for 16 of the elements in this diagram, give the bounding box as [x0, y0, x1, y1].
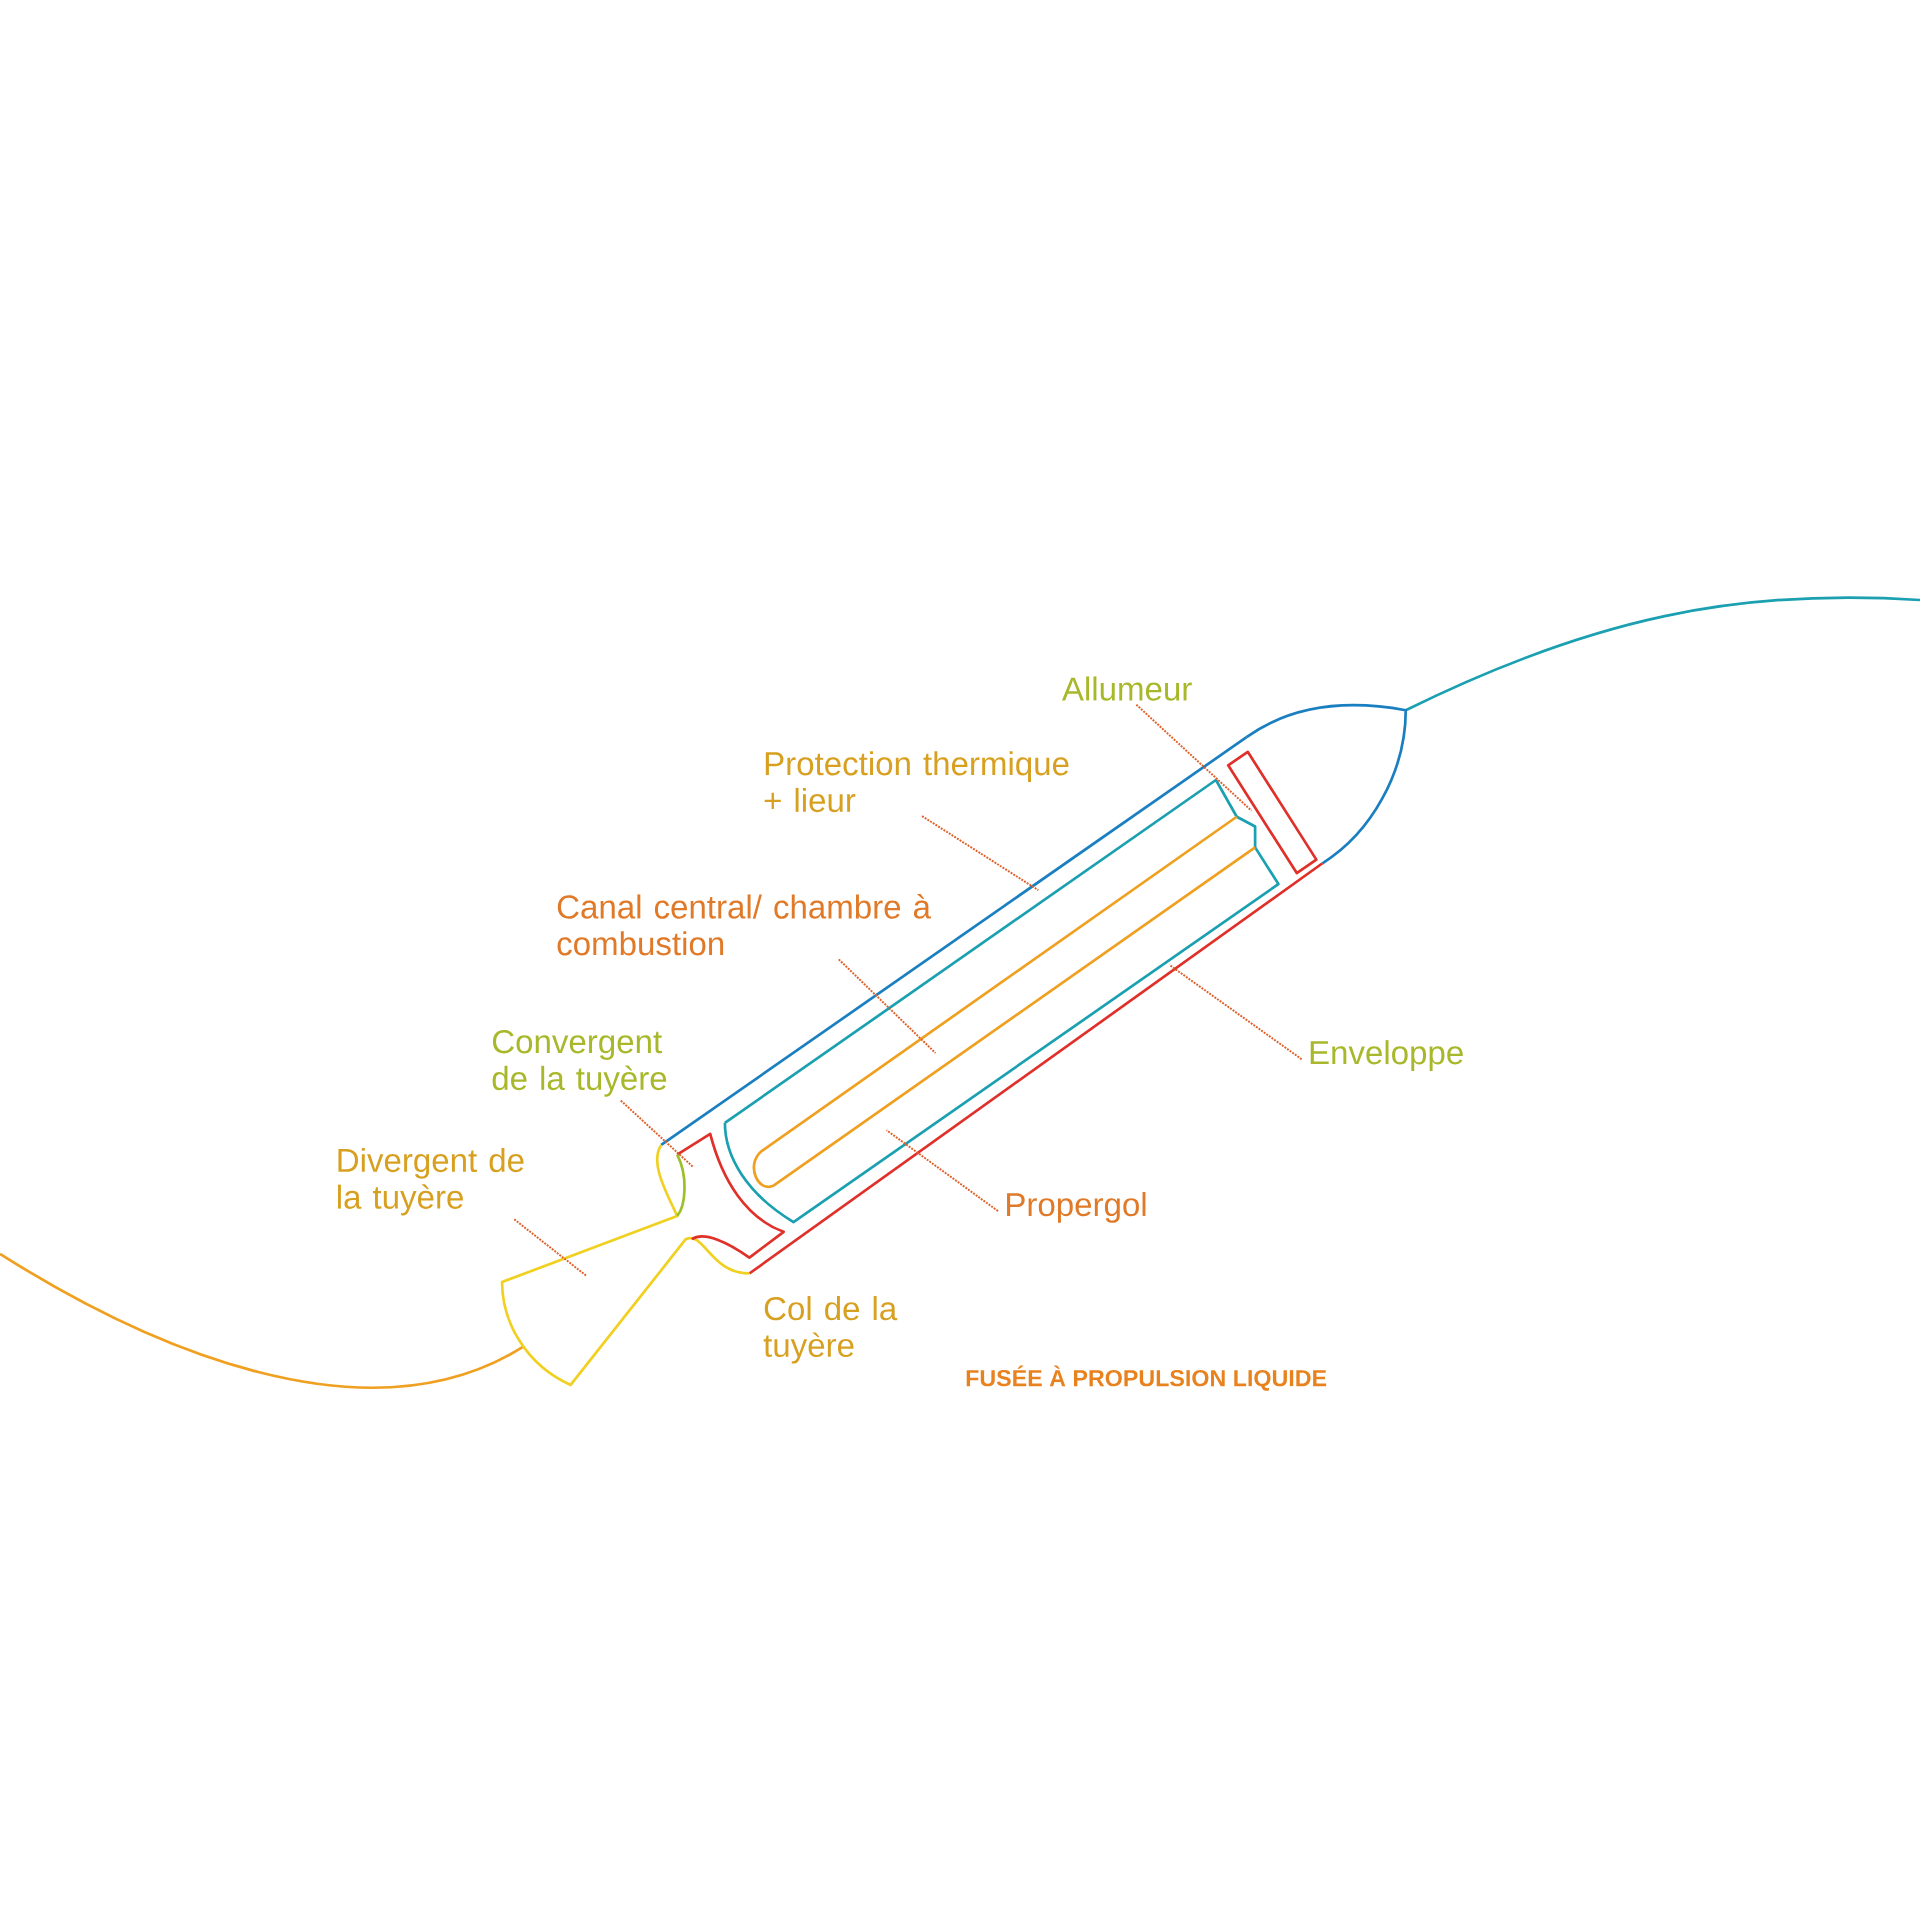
leader-line	[1135, 703, 1253, 812]
leader-line	[513, 1218, 588, 1277]
part-label: Allumeur	[1061, 676, 1192, 701]
title: FUSÉE À PROPULSION LIQUIDE	[966, 1365, 1327, 1391]
leader-line	[1168, 963, 1303, 1061]
part-label: Protection thermique + lieur	[764, 751, 1069, 813]
leader-line	[885, 1129, 999, 1213]
leader-line	[837, 958, 937, 1055]
leader-line	[619, 1099, 695, 1168]
leader-line	[921, 815, 1040, 892]
part-label: Canal central/ chambre à combustion	[557, 894, 931, 956]
part-label: Convergent de la tuyère	[492, 1030, 667, 1097]
part-label: Propergol	[1007, 1191, 1146, 1223]
part-label: Enveloppe	[1310, 1040, 1463, 1071]
part-label: Divergent de la tuyère	[338, 1147, 524, 1216]
part-label: Col de la tuyère	[763, 1296, 898, 1364]
